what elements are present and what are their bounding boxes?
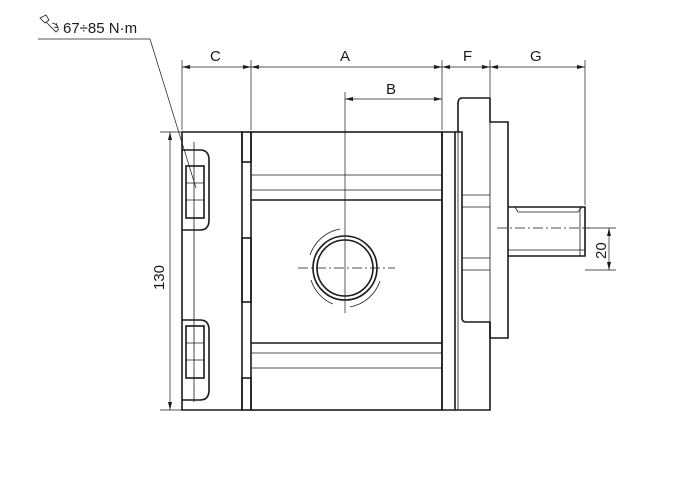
shaft-dimension: 20 (585, 227, 616, 271)
dimension-b-label: B (386, 81, 396, 98)
dimension-a-label: A (340, 48, 350, 65)
mounting-flange (457, 97, 509, 339)
height-dimension: 130 (151, 131, 182, 411)
front-cover (441, 131, 491, 411)
top-dimension-chain: C A F G (181, 48, 586, 205)
torque-value-label: 67÷85 N·m (63, 20, 137, 37)
dimension-b: B (344, 81, 442, 313)
height-dimension-label: 130 (151, 265, 168, 290)
torque-wrench-icon (39, 14, 60, 33)
top-nut (182, 149, 210, 231)
pump-body (250, 131, 443, 411)
rear-cover (181, 131, 252, 411)
dimension-f-label: F (463, 48, 472, 65)
drive-shaft (497, 206, 590, 257)
shaft-dimension-label: 20 (593, 242, 610, 259)
dimension-c-label: C (210, 48, 221, 65)
dimension-g-label: G (530, 48, 542, 65)
bottom-nut (182, 319, 210, 401)
torque-callout: 67÷85 N·m (38, 14, 197, 189)
